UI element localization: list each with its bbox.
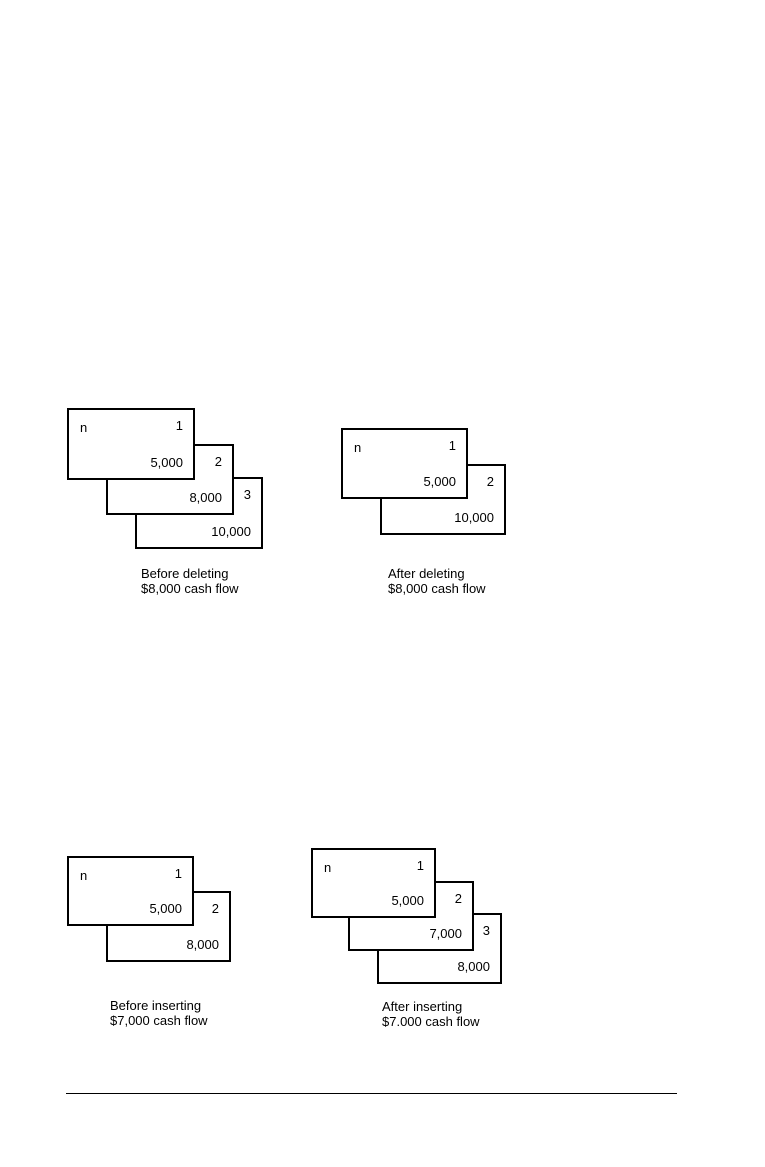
figure-caption: After inserting $7.000 cash flow [382,999,480,1029]
card-index: 1 [417,858,424,873]
caption-line-1: After inserting [382,999,480,1014]
card-index: 2 [215,454,222,469]
card-amount: 5,000 [391,893,424,908]
card-n-label: n [80,420,87,435]
card-index: 3 [244,487,251,502]
card-index: 2 [487,474,494,489]
card-index: 3 [483,923,490,938]
caption-line-2: $8,000 cash flow [388,581,486,596]
card-amount: 10,000 [211,524,251,539]
footer-rule [66,1093,677,1094]
figure-caption: Before deleting $8,000 cash flow [141,566,239,596]
card-index: 2 [212,901,219,916]
card-amount: 8,000 [189,490,222,505]
cash-flow-card-1: n 1 5,000 [67,856,194,926]
caption-line-1: After deleting [388,566,486,581]
card-index: 2 [455,891,462,906]
card-amount: 5,000 [149,901,182,916]
card-n-label: n [80,868,87,883]
caption-line-1: Before deleting [141,566,239,581]
card-amount: 5,000 [423,474,456,489]
card-amount: 10,000 [454,510,494,525]
cash-flow-card-1: n 1 5,000 [311,848,436,918]
card-n-label: n [324,860,331,875]
card-amount: 5,000 [150,455,183,470]
cash-flow-card-1: n 1 5,000 [67,408,195,480]
caption-line-2: $8,000 cash flow [141,581,239,596]
card-index: 1 [175,866,182,881]
caption-line-2: $7,000 cash flow [110,1013,208,1028]
card-amount: 7,000 [429,926,462,941]
card-index: 1 [176,418,183,433]
card-index: 1 [449,438,456,453]
card-n-label: n [354,440,361,455]
card-amount: 8,000 [457,959,490,974]
figure-caption: After deleting $8,000 cash flow [388,566,486,596]
cash-flow-card-1: n 1 5,000 [341,428,468,499]
caption-line-1: Before inserting [110,998,208,1013]
figure-caption: Before inserting $7,000 cash flow [110,998,208,1028]
caption-line-2: $7.000 cash flow [382,1014,480,1029]
card-amount: 8,000 [186,937,219,952]
